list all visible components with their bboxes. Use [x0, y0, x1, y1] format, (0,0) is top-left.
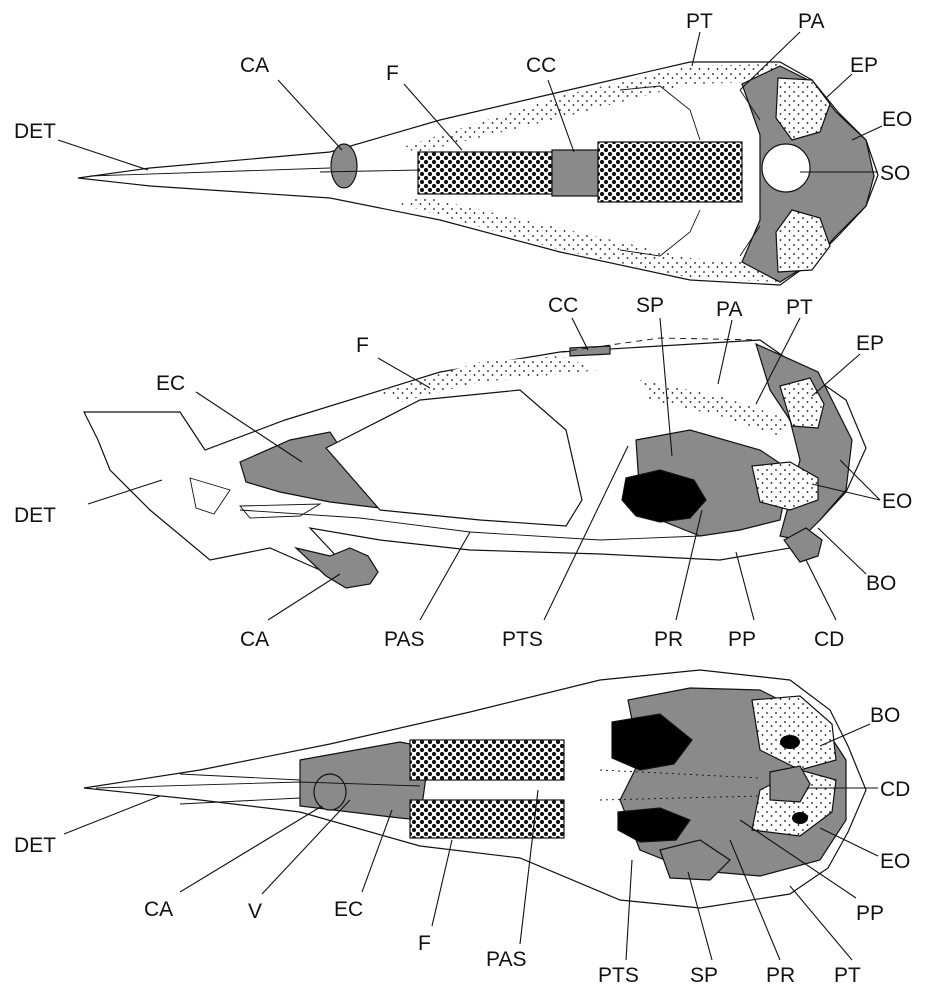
- lateral-leader-ca: [268, 574, 340, 620]
- lateral-label-pp: PP: [728, 628, 756, 651]
- ventral-ca-knob: [314, 774, 346, 810]
- lateral-label-pt: PT: [786, 296, 813, 319]
- ventral-eo-foramen: [792, 812, 808, 824]
- dorsal-label-ca: CA: [240, 54, 269, 77]
- dorsal-ca-knob: [331, 144, 357, 188]
- ventral-dotted-cartilage-lower: [410, 800, 564, 838]
- ventral-label-pas: PAS: [486, 948, 526, 971]
- ventral-label-pr: PR: [766, 964, 795, 987]
- ventral-label-ec: EC: [334, 898, 363, 921]
- dorsal-leader-pt: [692, 32, 700, 66]
- lateral-label-cc: CC: [548, 294, 578, 317]
- lateral-leader-pp: [736, 552, 754, 620]
- ventral-label-v: V: [248, 900, 262, 923]
- ventral-view: [84, 670, 866, 908]
- ventral-label-f: F: [418, 932, 431, 955]
- ventral-leader-ca: [180, 806, 322, 892]
- lateral-cc-grey: [570, 346, 610, 356]
- lateral-label-pr: PR: [654, 628, 683, 651]
- dorsal-label-det: DET: [14, 120, 56, 143]
- ventral-leader-det: [64, 796, 160, 834]
- lateral-leader-cc: [572, 318, 588, 350]
- lateral-label-eo: EO: [882, 490, 912, 513]
- lateral-leader-bo: [818, 528, 866, 574]
- dorsal-leader-ep: [826, 74, 852, 98]
- ventral-leader-pt: [790, 886, 852, 960]
- dorsal-label-pa: PA: [798, 10, 824, 33]
- lateral-view: [84, 338, 866, 588]
- ventral-label-ca: CA: [144, 898, 173, 921]
- dorsal-label-so: SO: [880, 162, 910, 185]
- lateral-label-bo: BO: [866, 572, 896, 595]
- ventral-label-pt: PT: [834, 964, 861, 987]
- ventral-label-sp: SP: [690, 964, 718, 987]
- lateral-label-sp: SP: [636, 294, 664, 317]
- dorsal-dotted-cartilage-anterior: [418, 152, 552, 194]
- dorsal-label-f: F: [386, 62, 399, 85]
- lateral-label-ep: EP: [856, 332, 884, 355]
- ventral-leader-f: [432, 840, 452, 926]
- lateral-label-pas: PAS: [384, 628, 424, 651]
- dorsal-leader-ca: [278, 80, 342, 150]
- lateral-label-ec: EC: [156, 372, 185, 395]
- lateral-ca-knob: [296, 548, 378, 588]
- dorsal-label-ep: EP: [850, 54, 878, 77]
- ventral-label-pp: PP: [856, 902, 884, 925]
- ventral-label-eo: EO: [880, 850, 910, 873]
- dorsal-dotted-cartilage-posterior: [598, 142, 742, 202]
- lateral-label-cd: CD: [814, 628, 844, 651]
- dorsal-label-cc: CC: [526, 54, 556, 77]
- lateral-label-pts: PTS: [502, 628, 543, 651]
- dorsal-cc-grey: [552, 150, 598, 196]
- ventral-label-det: DET: [14, 834, 56, 857]
- ventral-label-bo: BO: [870, 704, 900, 727]
- dorsal-view: [78, 62, 878, 285]
- lateral-label-f: F: [356, 334, 369, 357]
- ventral-label-pts: PTS: [598, 964, 639, 987]
- dorsal-label-pt: PT: [686, 10, 713, 33]
- ventral-dotted-cartilage-upper: [410, 740, 564, 780]
- lateral-leader-cd: [806, 560, 836, 620]
- lateral-label-det: DET: [14, 504, 56, 527]
- dorsal-leader-det: [58, 140, 148, 170]
- dorsal-label-eo: EO: [882, 108, 912, 131]
- lateral-label-pa: PA: [716, 298, 742, 321]
- dorsal-supraoccipital: [762, 144, 810, 192]
- lateral-label-ca: CA: [240, 628, 269, 651]
- ventral-bo-foramen: [780, 735, 800, 749]
- ventral-label-cd: CD: [880, 778, 910, 801]
